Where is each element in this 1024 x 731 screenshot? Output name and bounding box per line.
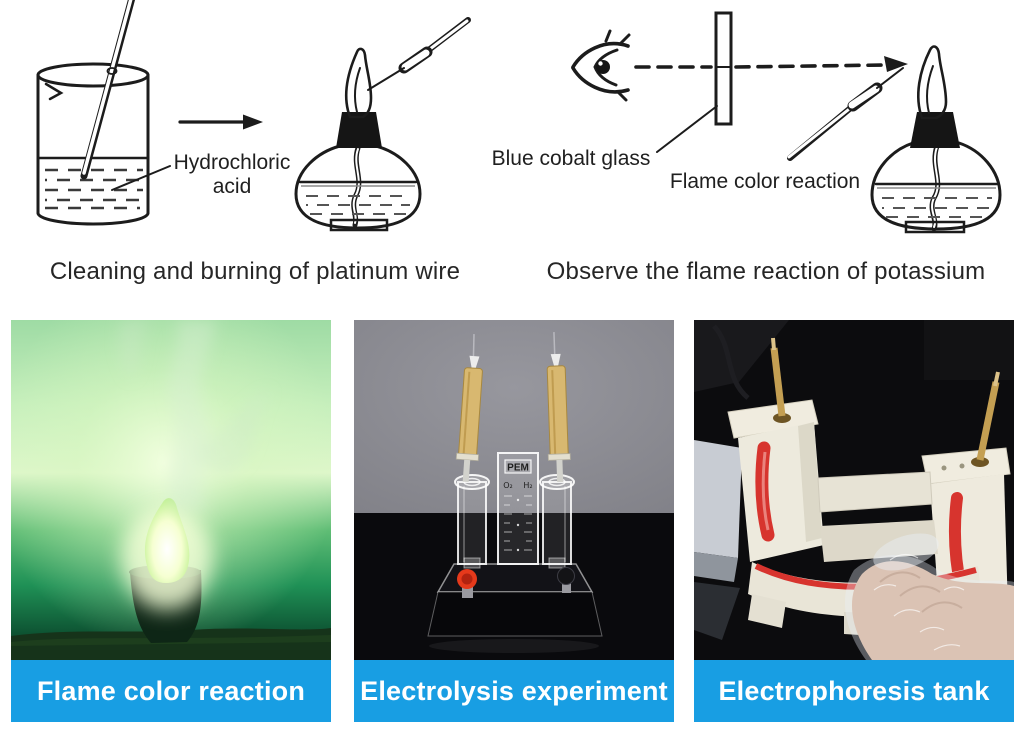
pem-column: PEM O₂ H₂ [497,452,539,565]
gas-tube-left [454,474,490,565]
electrophoresis-photo [694,320,1014,660]
syringe-right [546,332,571,483]
acid-label-line2: acid [213,175,252,198]
gas-label-right: H₂ [523,481,532,490]
electrolysis-device: PEM O₂ H₂ [427,332,603,637]
terminal-negative-black [557,567,575,593]
hydrochloric-acid-label: Hydrochloric acid [111,151,291,198]
eye-icon [571,29,631,102]
photo-card-flame-color-reaction: Flame color reaction [11,320,331,722]
gas-label-left: O₂ [503,481,513,490]
line-diagrams: Hydrochloric acid [36,0,1002,234]
burner-cap [336,112,382,148]
alcohol-burner-left [294,17,471,232]
svg-text:Blue cobalt glass: Blue cobalt glass [492,147,651,170]
burner-flame [344,47,373,119]
glove-crinkles [873,553,965,651]
pem-label: PEM [507,463,529,474]
platinum-wire-rod [80,0,136,180]
tank-lower-beam [820,520,938,562]
background-box [694,440,742,640]
scale-ticks [504,495,532,551]
burner-liquid-dashes [306,195,410,215]
diagram-caption-left: Cleaning and burning of platinum wire [49,258,461,285]
sight-arrowhead [884,56,908,72]
acid-label-line1: Hydrochloric [174,151,291,174]
alcohol-burner-right [870,45,1002,234]
burner-liquid-dashes-right [882,197,992,218]
device-base-front [427,591,603,637]
photo-card-electrolysis: PEM O₂ H₂ [354,320,674,722]
gloved-hand [844,533,1014,660]
burner-flame-right [916,45,948,120]
burner-cap-right [910,112,960,148]
flame-color-reaction-photo [11,320,331,660]
photo-card-electrophoresis: Electrophoresis tank [694,320,1014,722]
cobalt-glass-label: Blue cobalt glass [492,105,718,170]
process-arrow-icon [178,114,263,130]
terminal-positive-red [457,569,477,598]
green-flame [144,498,190,583]
caption-electrolysis-experiment: Electrolysis experiment [360,675,668,706]
electrode-rod-right [976,381,1000,461]
tank-upper-beam [817,471,933,513]
electrode-rod-left [770,347,786,417]
caption-bar-flame: Flame color reaction [11,660,331,722]
wire-holder-left [367,17,471,91]
diagram-caption-right: Observe the flame reaction of potassium [546,258,986,285]
gas-tube-right [539,474,575,565]
smoke [119,320,271,510]
electrolysis-photo: PEM O₂ H₂ [354,320,674,660]
caption-flame-color-reaction: Flame color reaction [36,675,306,706]
cable [712,324,750,400]
liquid-dashes [45,168,143,210]
caption-bar-electrophoresis: Electrophoresis tank [694,660,1014,722]
sight-line [634,56,908,72]
flame-reaction-label: Flame color reaction [670,170,860,193]
caption-bar-electrolysis: Electrolysis experiment [354,660,674,722]
beaker-diagram [36,0,150,226]
syringe-left [455,334,483,483]
beaker-spout [44,82,64,101]
cobalt-glass-slab [714,11,733,126]
caption-electrophoresis-tank: Electrophoresis tank [718,675,990,706]
wire-holder-right [787,67,904,161]
